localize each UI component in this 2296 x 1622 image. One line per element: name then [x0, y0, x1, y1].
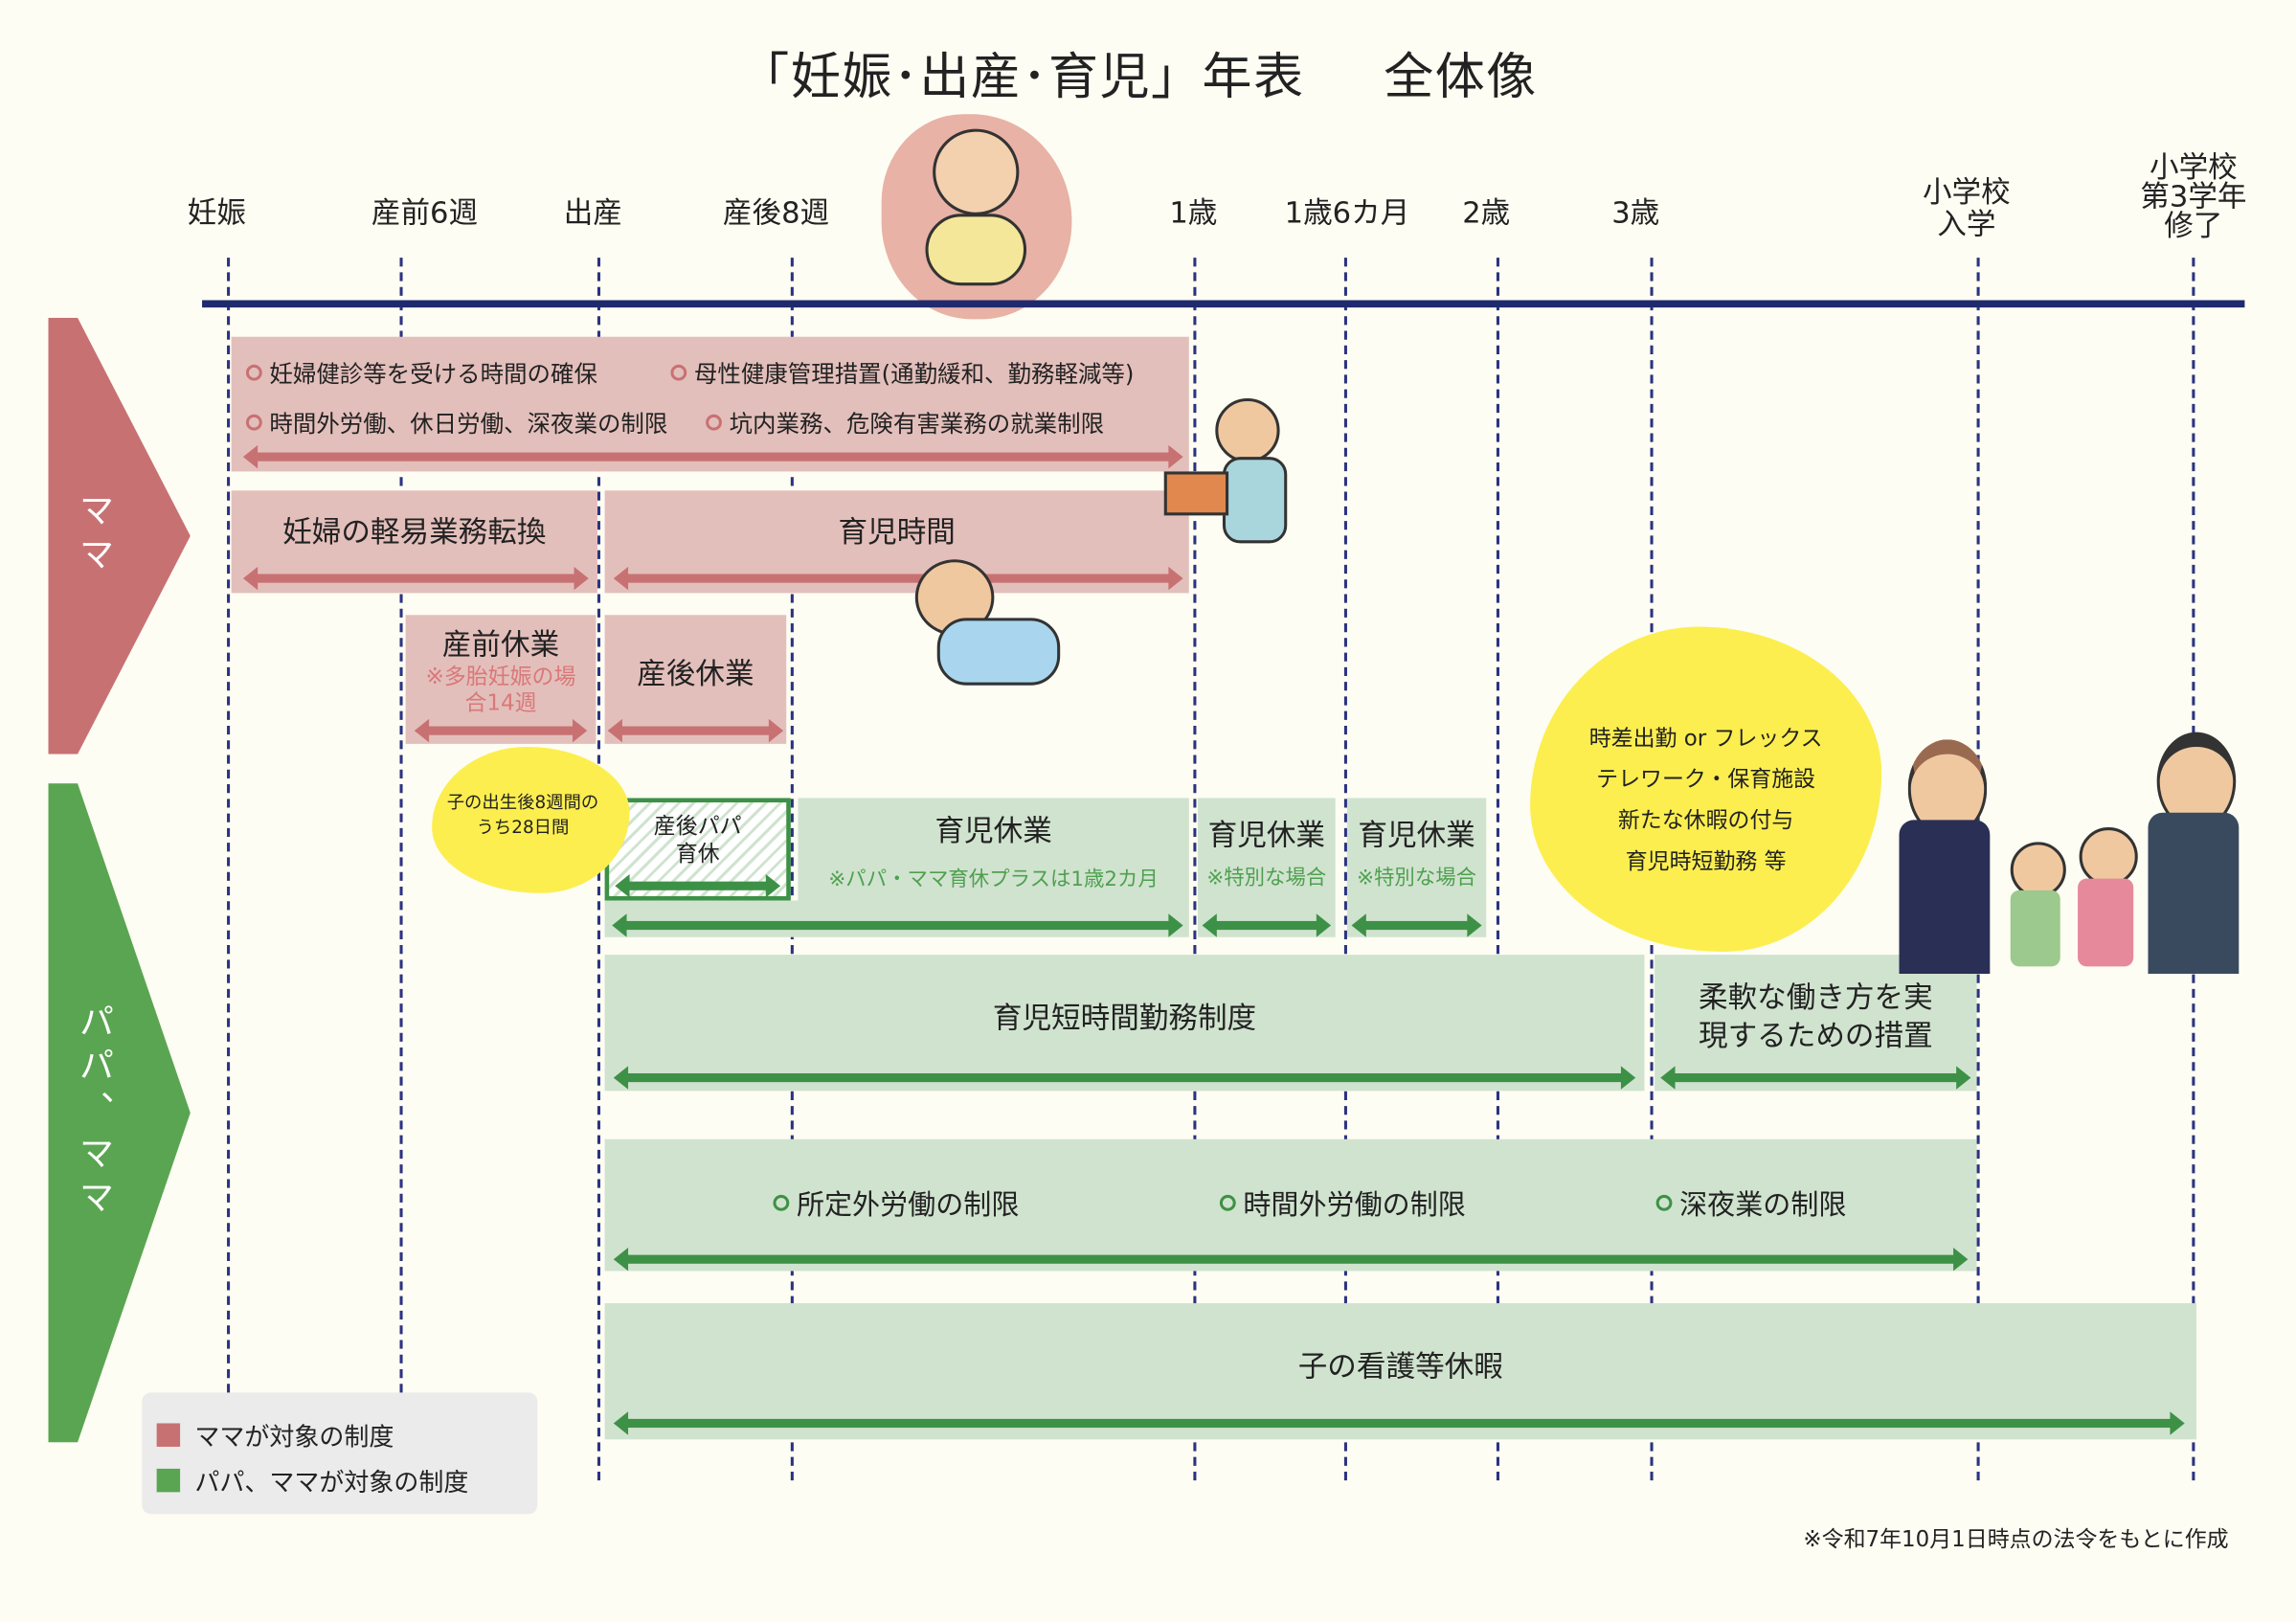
timeline-label: 1歳6カ月 — [1284, 194, 1410, 231]
timeline-gridline — [1193, 258, 1197, 1481]
flexible-option: 新たな休暇の付与 — [1617, 806, 1794, 834]
childcare-leave-3-label: 育児休業 — [1358, 817, 1475, 853]
flexible-option: 育児時短勤務 等 — [1625, 847, 1787, 874]
period-arrow — [615, 873, 781, 898]
page-title: 「妊娠･出産･育児」年表 — [739, 48, 1305, 107]
papa-mama-group-label: パパ、ママ — [72, 1002, 114, 1223]
prenatal-leave-label: 産前休業 — [441, 626, 560, 663]
timeline-label: 妊娠 — [187, 194, 246, 231]
short-hours-label: 育児短時間勤務制度 — [992, 1000, 1257, 1036]
childcare-leave-extension-box: 育児休業 ※特別な場合 — [1197, 798, 1336, 937]
papa-mama-group-arrow — [48, 783, 191, 1443]
timeline-label: 産後8週 — [722, 194, 830, 231]
bullet-icon — [1655, 1194, 1673, 1211]
period-arrow — [242, 444, 1183, 469]
bullet-icon — [1219, 1194, 1236, 1211]
timeline-gridline — [1496, 258, 1500, 1481]
bullet-icon — [245, 364, 262, 380]
childcare-time-label: 育児時間 — [838, 513, 956, 549]
period-arrow — [414, 718, 588, 743]
childcare-leave-extension-box: 育児休業 ※特別な場合 — [1346, 798, 1487, 937]
prenatal-leave-box: 産前休業 ※多胎妊娠の場合14週 — [405, 615, 597, 744]
toddler-illustration — [1163, 397, 1303, 552]
limit-item: 深夜業の制限 — [1679, 1188, 1847, 1222]
special-case-note: ※特別な場合 — [1357, 867, 1477, 890]
timeline-gridline — [227, 258, 231, 1481]
legend-swatch-papa-mama — [156, 1468, 181, 1492]
period-arrow — [613, 1066, 1636, 1090]
period-arrow — [1202, 913, 1332, 937]
baby-illustration — [881, 114, 1072, 320]
childcare-leave-2-label: 育児休業 — [1207, 817, 1326, 853]
papa-leave-box: 産後パパ育休 — [604, 798, 791, 901]
protection-item: 坑内業務、危険有害業務の就業制限 — [729, 410, 1105, 439]
period-arrow — [613, 566, 1183, 591]
legend-label: パパ、ママが対象の制度 — [194, 1468, 469, 1498]
limit-item: 時間外労働の制限 — [1243, 1188, 1466, 1222]
timeline-gridline — [790, 258, 794, 1481]
legend-label: ママが対象の制度 — [194, 1423, 394, 1453]
timeline-axis — [202, 300, 2245, 308]
bullet-icon — [773, 1194, 790, 1211]
nursing-leave-label: 子の看護等休暇 — [1297, 1348, 1503, 1385]
flexible-option: テレワーク・保育施設 — [1596, 765, 1816, 793]
protection-item: 時間外労働、休日労働、深夜業の制限 — [269, 410, 668, 439]
short-hours-box: 育児短時間勤務制度 — [604, 955, 1645, 1092]
protection-item: 母性健康管理措置(通勤緩和、勤務軽減等) — [693, 360, 1135, 389]
light-work-box: 妊婦の軽易業務転換 — [231, 490, 597, 594]
childcare-leave-box: 育児休業 ※パパ・ママ育休プラスは1歳2カ月 — [798, 798, 1189, 901]
papa-leave-label: 産後パパ育休 — [653, 811, 742, 867]
maternal-protection-box: 妊婦健診等を受ける時間の確保 母性健康管理措置(通勤緩和、勤務軽減等) 時間外労… — [231, 336, 1189, 472]
nursing-leave-box: 子の看護等休暇 — [604, 1303, 2196, 1440]
bullet-icon — [670, 364, 687, 380]
period-arrow — [607, 718, 784, 743]
flexible-work-label: 柔軟な働き方を実現するための措置 — [1698, 979, 1933, 1052]
timeline-label: 2歳 — [1462, 194, 1511, 231]
timeline-label: 出産 — [563, 194, 622, 231]
period-arrow — [613, 1247, 1969, 1272]
period-arrow — [612, 913, 1183, 937]
crawling-baby-illustration — [908, 556, 1069, 695]
childcare-leave-label: 育児休業 — [934, 811, 1052, 847]
timeline-label: 小学校 第3学年 修了 — [2140, 148, 2247, 243]
postnatal-leave-label: 産後休業 — [637, 656, 754, 691]
protection-item: 妊婦健診等を受ける時間の確保 — [269, 360, 597, 389]
flexible-option: 時差出勤 or フレックス — [1588, 725, 1823, 752]
limit-item: 所定外労働の制限 — [796, 1188, 1020, 1222]
period-arrow — [1351, 913, 1482, 937]
period-arrow — [242, 566, 589, 591]
childcare-time-box: 育児時間 — [604, 490, 1189, 594]
childcare-leave-arrow-band — [604, 900, 1189, 937]
timeline-label: 小学校 入学 — [1922, 173, 2011, 242]
mama-group-label: ママ — [72, 491, 114, 580]
timeline-label: 産前6週 — [371, 194, 479, 231]
papa-leave-note: 子の出生後8週間のうち28日間 — [446, 792, 599, 838]
flexible-options-bubble: 時差出勤 or フレックス テレワーク・保育施設 新たな休暇の付与 育児時短勤務… — [1530, 626, 1882, 953]
mama-group-arrow — [48, 317, 191, 755]
special-case-note: ※特別な場合 — [1206, 867, 1327, 890]
period-arrow — [1660, 1066, 1971, 1090]
footnote: ※令和7年10月1日時点の法令をもとに作成 — [1803, 1525, 2229, 1553]
prenatal-leave-note: ※多胎妊娠の場合14週 — [425, 663, 576, 716]
childcare-leave-note: ※パパ・ママ育休プラスは1歳2カ月 — [828, 867, 1159, 891]
family-illustration — [1881, 703, 2247, 981]
timeline-gridline — [399, 258, 403, 1481]
papa-leave-note-bubble: 子の出生後8週間のうち28日間 — [432, 746, 630, 893]
work-limits-box: 所定外労働の制限 時間外労働の制限 深夜業の制限 — [604, 1138, 1977, 1272]
postnatal-leave-box: 産後休業 — [604, 615, 787, 744]
timeline-label: 1歳 — [1169, 194, 1218, 231]
legend-swatch-mama — [156, 1422, 181, 1447]
flexible-work-box: 柔軟な働き方を実現するための措置 — [1654, 955, 1977, 1092]
timeline-label: 3歳 — [1611, 194, 1660, 231]
page-subtitle: 全体像 — [1384, 48, 1538, 107]
bullet-icon — [706, 414, 722, 430]
period-arrow — [613, 1411, 2185, 1435]
bullet-icon — [245, 414, 262, 430]
light-work-label: 妊婦の軽易業務転換 — [282, 513, 547, 549]
timeline-gridline — [1343, 258, 1347, 1481]
legend: ママが対象の制度 パパ、ママが対象の制度 — [142, 1392, 538, 1515]
